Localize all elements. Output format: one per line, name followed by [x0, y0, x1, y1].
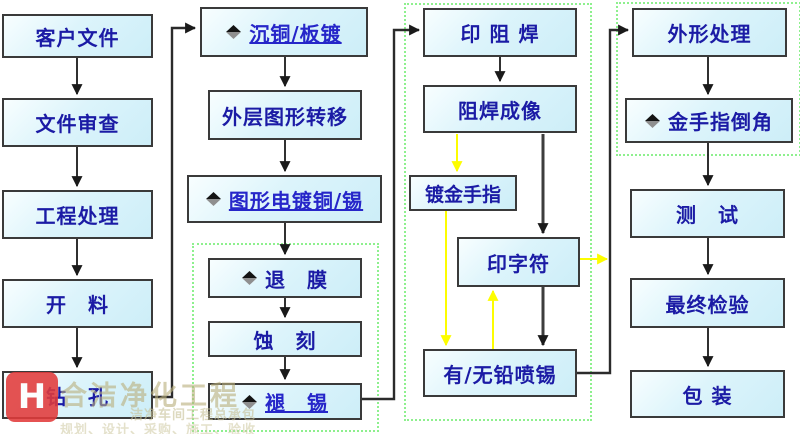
- diamond-arrow-icon: [645, 113, 660, 128]
- node-label: 外形处理: [667, 22, 752, 46]
- flow-node-solder-mask-print: 印 阻 焊: [423, 8, 577, 57]
- node-link-label[interactable]: 沉铜/板镀: [249, 21, 342, 46]
- flow-node-outer-pattern-transfer: 外层图形转移: [208, 90, 362, 140]
- node-label: 测 试: [676, 203, 739, 227]
- flow-node-strip-tin[interactable]: 褪 锡: [208, 383, 362, 420]
- node-label: 钻 孔: [46, 384, 109, 409]
- flow-node-packaging: 包 装: [630, 370, 785, 418]
- node-label: 工程处理: [35, 204, 120, 228]
- flow-node-strip-film: 退 膜: [208, 258, 362, 298]
- node-label: 镀金手指: [424, 183, 501, 206]
- node-label: 开 料: [46, 293, 109, 317]
- node-label: 最终检验: [665, 292, 750, 317]
- node-label: 阻焊成像: [458, 98, 542, 123]
- diamond-arrow-icon: [226, 25, 242, 39]
- node-label: 文件审查: [35, 112, 120, 136]
- node-label: 印字符: [487, 251, 550, 276]
- flow-node-customer-files: 客户文件: [2, 14, 153, 58]
- flow-node-copper-plating[interactable]: 沉铜/板镀: [200, 7, 368, 57]
- flow-node-legend-print: 印字符: [457, 237, 580, 287]
- flow-node-profile-processing: 外形处理: [632, 8, 787, 57]
- node-label: 外层图形转移: [222, 104, 348, 129]
- node-label: 有/无铅喷锡: [443, 362, 557, 387]
- node-link-label[interactable]: 图形电镀铜/锡: [228, 188, 364, 213]
- node-link-label[interactable]: 褪 锡: [265, 391, 328, 415]
- flow-node-file-review: 文件审查: [2, 98, 153, 147]
- diamond-arrow-icon: [242, 271, 257, 285]
- node-label: 印 阻 焊: [460, 22, 540, 46]
- flow-node-testing: 测 试: [630, 189, 785, 238]
- flow-node-engineering: 工程处理: [2, 190, 153, 239]
- flow-node-etching: 蚀 刻: [208, 321, 362, 357]
- flow-node-gold-finger-bevel: 金手指倒角: [625, 98, 793, 143]
- node-label: 蚀 刻: [253, 328, 317, 353]
- node-label: 退 膜: [265, 267, 328, 292]
- node-label: 包 装: [682, 383, 733, 408]
- flow-node-cutting: 开 料: [2, 279, 153, 328]
- diamond-arrow-icon: [242, 394, 257, 409]
- flow-node-pattern-plating[interactable]: 图形电镀铜/锡: [187, 175, 382, 223]
- flow-node-hasl: 有/无铅喷锡: [423, 349, 577, 397]
- flow-node-solder-mask-imaging: 阻焊成像: [423, 85, 577, 133]
- flow-node-final-inspection: 最终检验: [630, 278, 785, 328]
- node-label: 金手指倒角: [668, 110, 773, 134]
- diamond-arrow-icon: [205, 192, 221, 206]
- flow-node-gold-finger-plating: 镀金手指: [409, 175, 517, 211]
- flow-node-drilling: 钻 孔: [2, 371, 153, 419]
- node-label: 客户文件: [35, 25, 120, 50]
